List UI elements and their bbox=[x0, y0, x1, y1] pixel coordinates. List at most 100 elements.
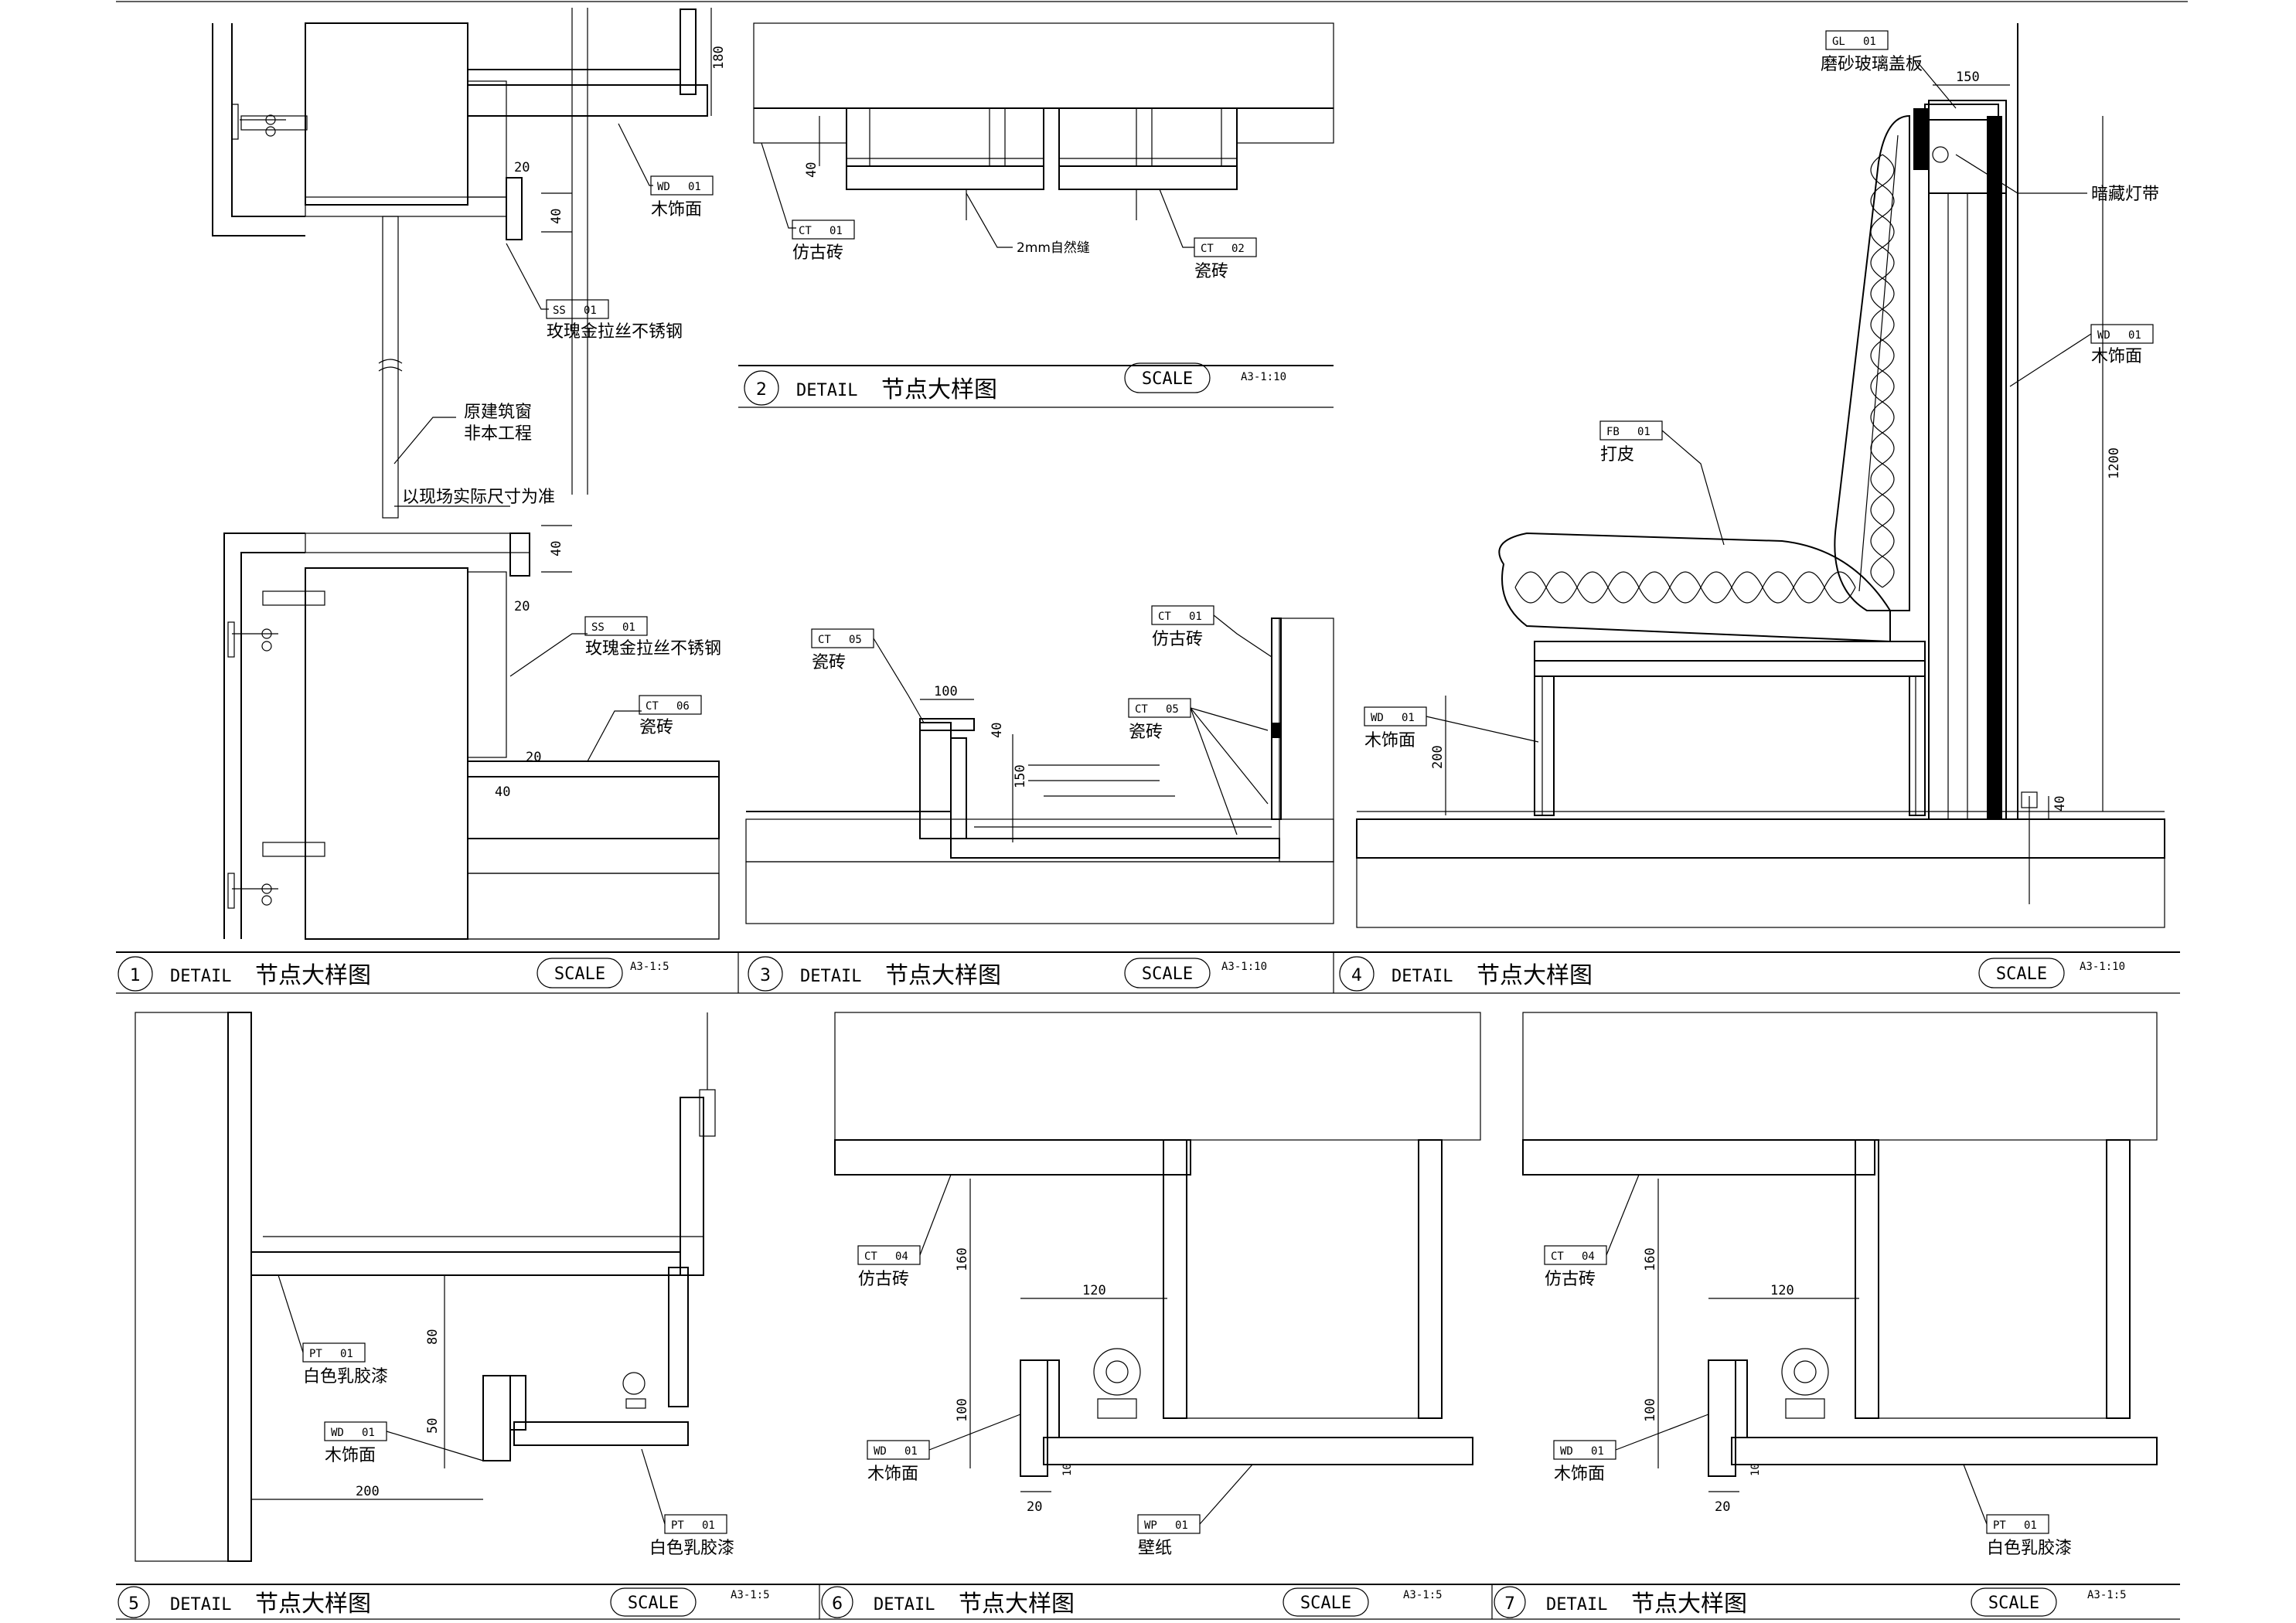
tag-label: 白色乳胶漆 bbox=[1987, 1539, 2072, 1558]
panel-detail-label: DETAIL bbox=[1392, 967, 1453, 986]
detail-1-notes: 原建筑窗 非本工程 以现场实际尺寸为准 bbox=[393, 403, 555, 507]
detail-5-drawing: 80 50 200 bbox=[135, 1012, 716, 1562]
tag-code: CT bbox=[646, 700, 659, 713]
tag-code: WD bbox=[2097, 329, 2110, 342]
tag-no: 01 bbox=[622, 621, 635, 634]
note-2mm-gap: 2mm自然缝 bbox=[1017, 240, 1090, 256]
dim-d6-20: 20 bbox=[1027, 1499, 1042, 1515]
tag-no: 01 bbox=[829, 225, 843, 237]
tag-code: CT bbox=[1551, 1250, 1564, 1263]
panel-number: 4 bbox=[1351, 966, 1362, 985]
title-bar-detail-3: 3 DETAIL 节点大样图 SCALE A3-1:10 bbox=[748, 956, 1267, 992]
tag-code: WD bbox=[874, 1445, 887, 1458]
detail-1-drawing bbox=[212, 8, 720, 940]
dim-d6-100: 100 bbox=[955, 1398, 970, 1422]
title-bar-detail-4: 4 DETAIL 节点大样图 SCALE A3-1:10 bbox=[1339, 956, 2125, 992]
panel-scale-label: SCALE bbox=[1996, 965, 2047, 984]
detail-2-drawing: 40 bbox=[753, 22, 1334, 220]
title-bar-detail-1: 1 DETAIL 节点大样图 SCALE A3-1:5 bbox=[118, 956, 669, 992]
tag-code: WP bbox=[1144, 1519, 1157, 1532]
detail-1-tags: WD 01 木饰面 SS 01 玫瑰金拉丝不锈钢 SS 01 玫瑰金拉丝不锈钢 … bbox=[506, 123, 721, 762]
tag-no: 05 bbox=[849, 634, 862, 646]
panel-scale-ratio: A3-1:5 bbox=[1403, 1589, 1443, 1601]
tag-label: 磨砂玻璃盖板 bbox=[1821, 55, 1923, 74]
panel-number: 1 bbox=[130, 966, 141, 985]
tag-code: WD bbox=[657, 181, 670, 193]
tag-no: 01 bbox=[1175, 1519, 1188, 1532]
tag-no: 01 bbox=[1402, 712, 1415, 724]
tag-label: 玫瑰金拉丝不锈钢 bbox=[585, 639, 721, 658]
panel-scale-ratio: A3-1:10 bbox=[1221, 961, 1267, 973]
panel-detail-label: DETAIL bbox=[796, 381, 857, 400]
dim-d7-20: 20 bbox=[1715, 1499, 1730, 1515]
panel-scale-ratio: A3-1:10 bbox=[1241, 371, 1286, 383]
panel-scale-label: SCALE bbox=[554, 965, 605, 984]
detail-4-tags: GL 01 磨砂玻璃盖板 暗藏灯带 WD 01 木饰面 FB 01 打皮 WD … bbox=[1364, 30, 2159, 750]
detail-2-tags: CT 01 仿古砖 2mm自然缝 CT 02 瓷砖 bbox=[761, 142, 1257, 281]
panel-title: 节点大样图 bbox=[881, 376, 997, 403]
tag-no: 01 bbox=[702, 1519, 715, 1532]
tag-label: 仿古砖 bbox=[858, 1270, 909, 1289]
note-original-window: 原建筑窗 bbox=[464, 403, 532, 422]
tag-label: 瓷砖 bbox=[639, 718, 673, 737]
tag-no: 01 bbox=[2128, 329, 2141, 342]
tag-label: 木饰面 bbox=[325, 1446, 376, 1465]
panel-title: 节点大样图 bbox=[1631, 1591, 1747, 1618]
detail-3-tags: CT 05 瓷砖 CT 01 仿古砖 CT 05 瓷砖 bbox=[811, 605, 1272, 835]
tag-no: 01 bbox=[584, 305, 597, 317]
note-hidden-light: 暗藏灯带 bbox=[2091, 185, 2159, 204]
dim-d7-120: 120 bbox=[1770, 1283, 1794, 1298]
dim-d4-1200: 1200 bbox=[2107, 447, 2122, 479]
panel-scale-ratio: A3-1:10 bbox=[2080, 961, 2125, 973]
tag-code: CT bbox=[1201, 243, 1214, 255]
tag-code: CT bbox=[1135, 703, 1148, 716]
tag-no: 01 bbox=[1863, 36, 1876, 48]
tag-code: CT bbox=[864, 1250, 877, 1263]
title-bar-detail-6: 6 DETAIL 节点大样图 SCALE A3-1:5 bbox=[821, 1586, 1443, 1618]
panel-detail-label: DETAIL bbox=[1546, 1595, 1607, 1614]
title-bar-detail-7: 7 DETAIL 节点大样图 SCALE A3-1:5 bbox=[1494, 1586, 2127, 1618]
panel-scale-ratio: A3-1:5 bbox=[731, 1589, 770, 1601]
dim-d1-180: 180 bbox=[711, 46, 727, 70]
tag-code: PT bbox=[1993, 1519, 2006, 1532]
detail-6-tags: CT 04 仿古砖 WD 01 木饰面 WP 01 壁纸 bbox=[857, 1174, 1253, 1558]
dim-d7-10: 10 bbox=[1749, 1463, 1762, 1476]
tag-label: 木饰面 bbox=[1554, 1465, 1605, 1484]
tag-code: SS bbox=[553, 305, 566, 317]
tag-no: 04 bbox=[1582, 1250, 1595, 1263]
tag-no: 01 bbox=[1591, 1445, 1604, 1458]
tag-label: 仿古砖 bbox=[792, 243, 843, 263]
tag-label: 木饰面 bbox=[2091, 347, 2142, 366]
panel-detail-label: DETAIL bbox=[800, 967, 861, 986]
tag-no: 01 bbox=[1189, 611, 1202, 623]
panel-title: 节点大样图 bbox=[959, 1591, 1075, 1618]
tag-code: CT bbox=[799, 225, 812, 237]
panel-number: 7 bbox=[1504, 1594, 1515, 1614]
tag-label: 壁纸 bbox=[1138, 1539, 1172, 1558]
tag-label: 木饰面 bbox=[651, 200, 702, 219]
dim-d1-20c: 20 bbox=[526, 750, 541, 765]
tag-label: 玫瑰金拉丝不锈钢 bbox=[547, 322, 683, 342]
tag-code: GL bbox=[1832, 36, 1845, 48]
note-not-in-scope: 非本工程 bbox=[464, 424, 532, 444]
panel-title: 节点大样图 bbox=[885, 962, 1001, 989]
dim-d1-40c: 40 bbox=[495, 784, 510, 800]
detail-3-dimensions: 100 40 150 bbox=[920, 684, 1028, 788]
tag-no: 01 bbox=[1637, 426, 1650, 438]
panel-number: 3 bbox=[760, 966, 771, 985]
tag-code: CT bbox=[818, 634, 831, 646]
panel-scale-label: SCALE bbox=[628, 1594, 679, 1613]
note-site-dimension: 以现场实际尺寸为准 bbox=[402, 488, 555, 507]
dim-d3-40: 40 bbox=[990, 723, 1005, 738]
title-bar-row-2 bbox=[116, 1584, 2180, 1620]
tag-no: 01 bbox=[340, 1348, 353, 1360]
tag-label: 仿古砖 bbox=[1152, 630, 1203, 649]
tag-no: 05 bbox=[1166, 703, 1179, 716]
tag-code: SS bbox=[591, 621, 605, 634]
dim-d7-100: 100 bbox=[1643, 1398, 1658, 1422]
tag-label: 白色乳胶漆 bbox=[303, 1367, 388, 1387]
tag-label: 木饰面 bbox=[1364, 731, 1415, 750]
panel-title: 节点大样图 bbox=[255, 962, 371, 989]
title-bar-detail-2: 2 DETAIL 节点大样图 SCALE A3-1:10 bbox=[738, 362, 1334, 408]
